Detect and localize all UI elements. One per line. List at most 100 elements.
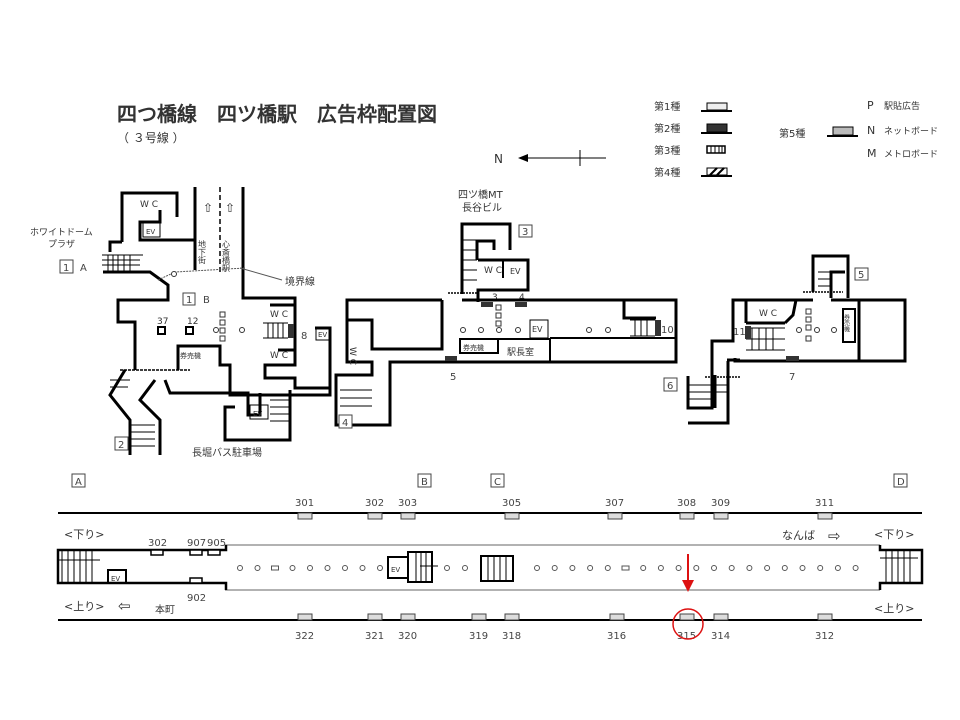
ad-number-top: 311 [815,498,834,509]
wc-label: W C [140,200,158,210]
pillar [254,565,261,571]
section-badge-a [71,473,86,488]
arrow-right-icon: ⇨ [828,527,841,545]
ad-number-top: 308 [677,498,696,509]
ev-box [142,221,161,238]
ad-frame-bottom[interactable] [400,613,416,621]
type2-symbol-icon [701,123,732,134]
ad-frame-bottom[interactable] [504,613,520,621]
svg-text:5: 5 [450,372,456,383]
pillar [462,565,468,571]
pillar [324,565,331,571]
ad-number-top: 302 [365,498,384,509]
legend-code-m: M [867,147,877,160]
legend-code-m-label: メトロボード [884,149,938,160]
floor-plan-west: EV W C ホワイトドーム プラザ 1 A ⇧ ⇧ 地下街 心斎橋駅 境界線 … [30,187,332,459]
pillar [377,565,383,571]
page-subtitle: （ ３号線 ） [117,130,185,145]
ad-frame-top[interactable] [400,512,416,520]
highlight-circle [672,608,704,640]
pillar [640,565,647,571]
ad-frame-top[interactable] [713,512,729,520]
pillar [444,565,450,571]
inner-ad-302: 302 [148,538,167,549]
namba-label: なんば [782,529,815,542]
svg-text:券売機: 券売機 [180,351,201,360]
arrow-left-icon: ⇦ [118,597,131,615]
section-badge-c [490,473,505,488]
north-label: N [494,152,503,166]
pillar [587,565,594,571]
ad-frame-bottom[interactable] [471,613,487,621]
pillar [693,565,700,571]
section-label: B [421,477,428,488]
svg-text:ホワイトドーム: ホワイトドーム [30,227,93,238]
honmachi-label: 本町 [155,603,175,616]
svg-text:3: 3 [492,293,498,303]
pillar-marker [621,565,630,571]
exit-1a-badge [59,259,74,274]
ad-number-bottom: 312 [815,631,834,642]
underground-mall-label: 地下街 [198,239,207,265]
svg-text:券売機: 券売機 [843,313,850,333]
type3-symbol-icon [706,145,726,154]
ad-frame-top[interactable] [607,512,623,520]
ad-number-top: 309 [711,498,730,509]
exit-5-badge [854,267,869,281]
ad-frame-top[interactable] [504,512,520,520]
pillar [852,565,859,571]
svg-text:2: 2 [118,440,124,451]
pillar [237,565,243,571]
svg-text:B: B [203,295,210,306]
svg-text:1: 1 [186,295,192,306]
ad-frame-top[interactable] [367,512,383,520]
svg-text:7: 7 [789,372,795,383]
type1-symbol-icon [701,102,732,112]
section-badge-d [893,473,908,488]
legend-type4-label: 第4種 [654,166,680,179]
ad-frame-bottom[interactable] [297,613,313,621]
legend-code-p-label: 駅貼広告 [884,100,920,112]
ad-number-top: 305 [502,498,521,509]
legend-code-n-label: ネットボード [884,126,938,137]
svg-text:3: 3 [522,227,528,238]
svg-text:10: 10 [661,325,674,336]
highlight-arrow-icon [682,554,694,592]
section-label: C [494,477,501,488]
ad-frame-bottom[interactable] [367,613,383,621]
ad-frame-bottom[interactable] [713,613,729,621]
pillar [359,565,366,571]
inner-ad-907: 907 [187,538,206,549]
svg-text:W C: W C [270,351,288,361]
pillar [342,565,348,571]
inner-ad-902: 902 [187,593,206,604]
ad-number-bottom: 316 [607,631,626,642]
ad-number-top: 301 [295,498,314,509]
ad-frame-top[interactable] [297,512,313,520]
ad-frame-top[interactable] [679,512,695,520]
svg-text:EV: EV [318,331,327,339]
legend: 第1種 第2種 第3種 第4種 第5種 P 駅貼広告 N ネットボード M メト… [654,99,938,179]
svg-text:11: 11 [733,327,746,338]
ad-frame-top[interactable] [817,512,833,520]
pillar [799,565,806,571]
ad-frame-bottom[interactable] [679,613,695,621]
ad-frame-bottom[interactable] [817,613,833,621]
arrow-up-icon: ⇧ [225,201,235,215]
ad-number-bottom: 319 [469,631,488,642]
pillar [569,565,576,571]
pillar-marker [271,565,279,571]
exit-2-badge [114,436,129,451]
floor-plan-center: 四ツ橋MT 長谷ビル 3 W C EV 3 4 券売機 駅長室 EV 5 10 … [334,188,678,429]
inner-ad-905: 905 [207,538,226,549]
svg-text:券売機: 券売機 [463,343,484,352]
type4-symbol-icon [701,167,732,177]
svg-text:37: 37 [157,317,168,327]
ad-frame-bottom[interactable] [609,613,625,621]
svg-text:W C: W C [484,266,502,276]
svg-text:W C: W C [270,310,288,320]
stairs-exit-1a [102,254,143,272]
section-label: A [75,477,82,488]
section-badge-b [417,473,432,488]
